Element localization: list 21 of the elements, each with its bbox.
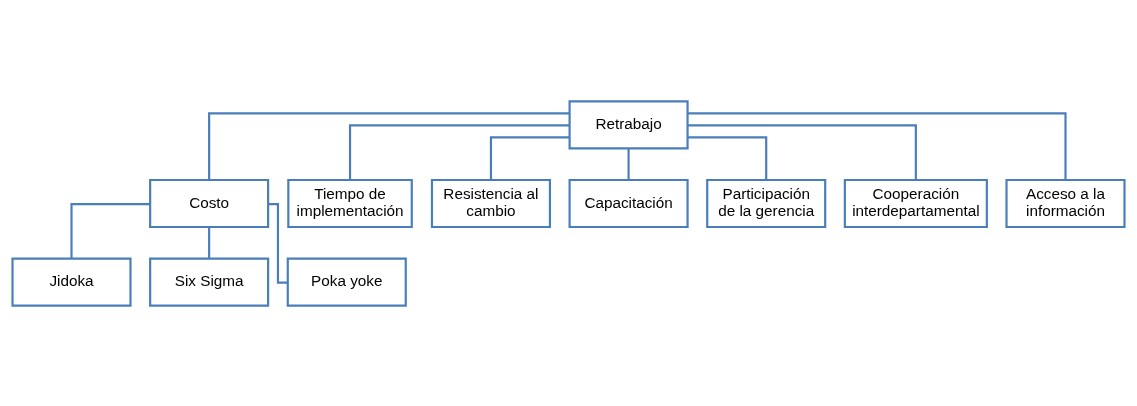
node-box: Costo (149, 178, 270, 228)
connector (268, 202, 288, 284)
connector (208, 226, 211, 259)
node-box: Six Sigma (149, 257, 270, 307)
connector (489, 135, 570, 180)
connector (687, 123, 917, 180)
node-box: Cooperación interdepartamental (843, 178, 988, 228)
connector (208, 111, 570, 180)
node-box: Poka yoke (286, 257, 407, 307)
node-box: Tiempo de implementación (287, 178, 413, 228)
node-box: Retrabajo (568, 99, 689, 149)
connector (348, 123, 570, 180)
node-box: Acceso a la información (1005, 178, 1126, 228)
connector (687, 111, 1067, 180)
node-box: Capacitación (568, 178, 689, 228)
node-box: Jidoka (11, 257, 132, 307)
node-box: Participación de la gerencia (706, 178, 827, 228)
node-box: Resistencia al cambio (430, 178, 551, 228)
connector (627, 147, 630, 180)
connector (687, 135, 768, 180)
connector (70, 202, 150, 258)
